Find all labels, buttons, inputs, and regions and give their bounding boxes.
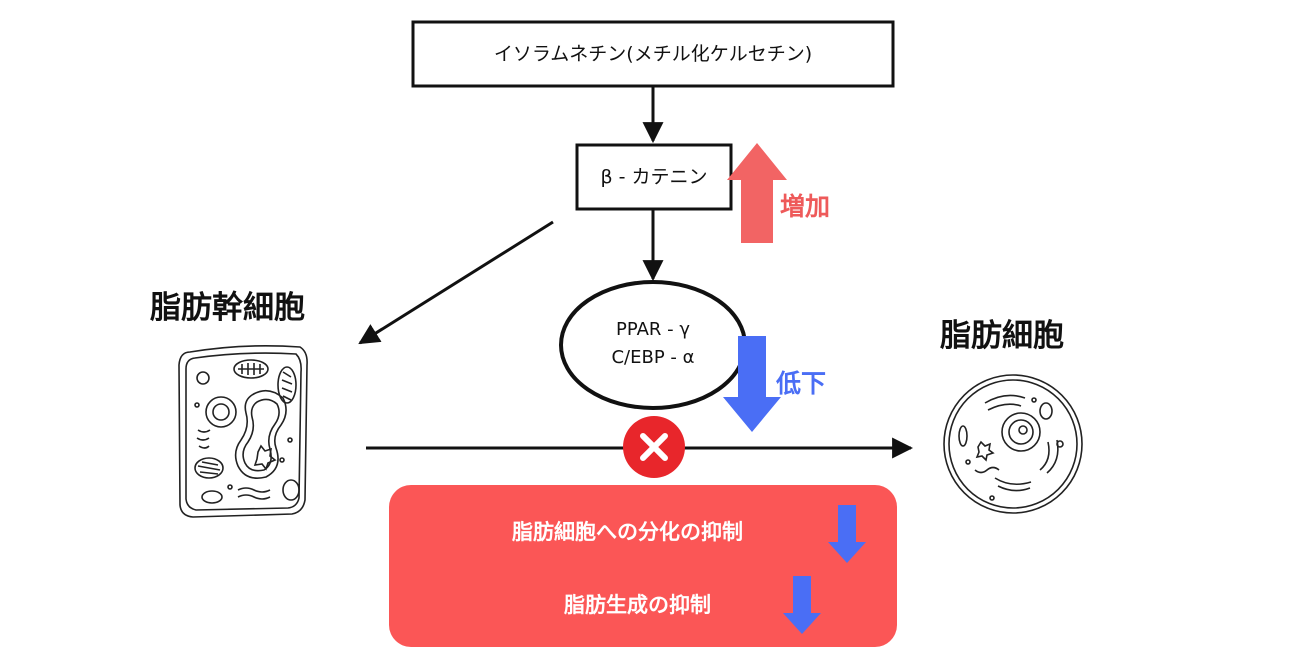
compound-box [411, 20, 895, 88]
result-panel [389, 485, 897, 647]
beta-catenin-box [575, 143, 733, 211]
x-mark-icon [623, 416, 685, 478]
increase-label: 増加 [780, 192, 831, 221]
result-line-differentiation: 脂肪細胞への分化の抑制 [512, 520, 743, 544]
adipose-stem-cell-icon [178, 344, 308, 518]
compound-label: イソラムネチン(メチル化ケルセチン) [493, 43, 813, 65]
decrease-label: 低下 [776, 369, 827, 398]
beta-catenin-label: β - カテニン [600, 166, 708, 188]
arrow-to-stem-cell [358, 220, 554, 345]
result-line-lipogenesis: 脂肪生成の抑制 [564, 593, 711, 617]
ppar-gamma-label: PPAR - γ [616, 319, 690, 340]
stem-cell-title: 脂肪幹細胞 [150, 290, 305, 326]
adipocyte-icon [943, 374, 1083, 514]
ppar-label: PPAR - γ C/EBP - α [560, 316, 746, 372]
decrease-arrow-icon [723, 336, 781, 432]
adipocyte-title: 脂肪細胞 [940, 318, 1064, 354]
increase-arrow-icon [727, 143, 787, 243]
cebp-alpha-label: C/EBP - α [611, 347, 695, 368]
